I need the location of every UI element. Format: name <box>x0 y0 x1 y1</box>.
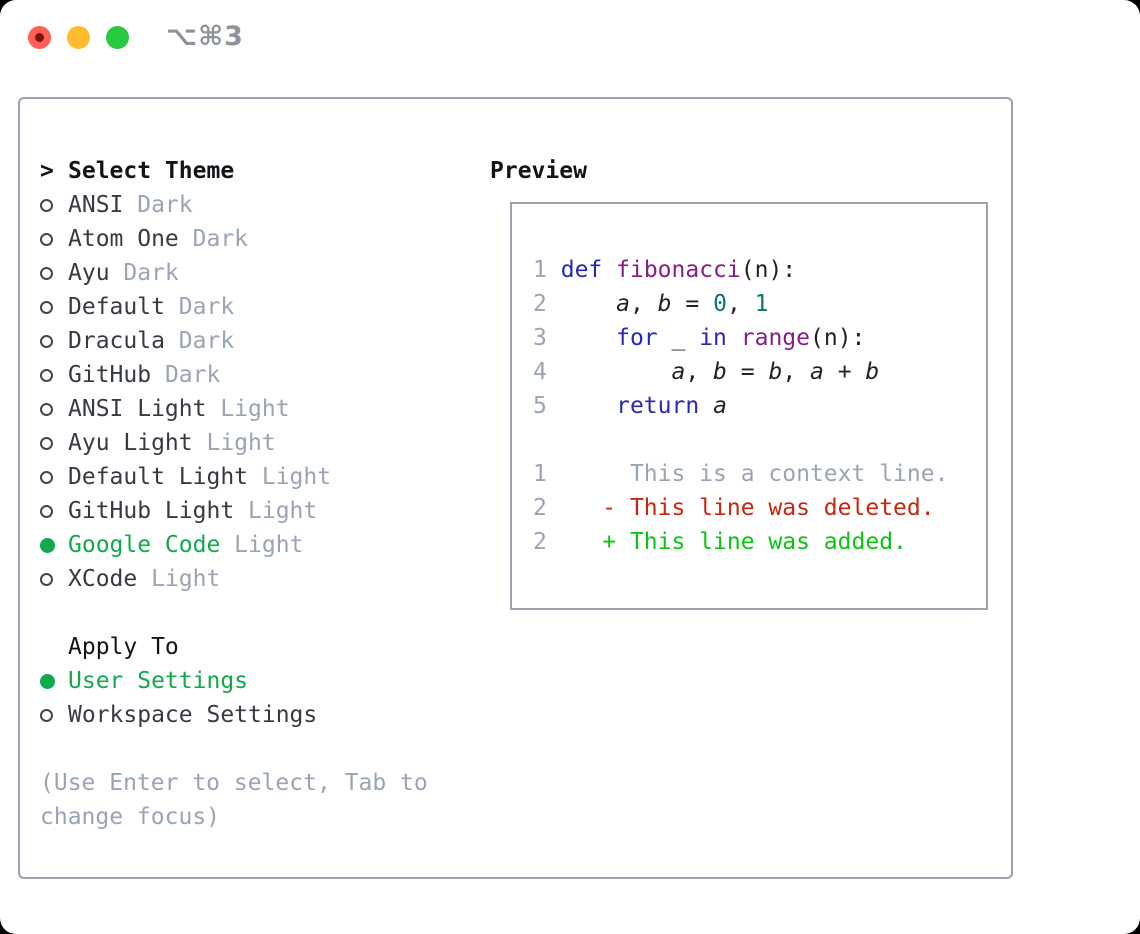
theme-name: GitHub <box>68 362 152 388</box>
preview-line: 3 for _ in range(n): <box>533 325 866 351</box>
preview-code: 1 def fibonacci(n): 2 a, b = 0, 1 3 for _ … <box>533 253 986 559</box>
theme-name: ANSI <box>68 192 124 218</box>
preview-line: 2 + This line was added. <box>533 529 907 555</box>
theme-option-atom-one[interactable]: Atom One Dark <box>40 222 470 256</box>
theme-name: XCode <box>68 566 138 592</box>
theme-variant: Light <box>220 532 304 558</box>
theme-variant: Light <box>192 430 276 456</box>
theme-variant: Light <box>206 396 290 422</box>
select-theme-header-row: > Select Theme <box>40 154 470 188</box>
theme-variant: Light <box>234 498 318 524</box>
theme-variant: Light <box>137 566 221 592</box>
radio-icon <box>40 504 53 518</box>
window-title: ⌥⌘3 <box>166 21 244 52</box>
theme-variant: Dark <box>164 328 235 354</box>
radio-icon <box>40 334 53 348</box>
theme-variant: Dark <box>178 226 249 252</box>
theme-option-xcode[interactable]: XCode Light <box>40 562 470 596</box>
theme-option-github-light[interactable]: GitHub Light Light <box>40 494 470 528</box>
theme-variant: Light <box>248 464 332 490</box>
theme-name: GitHub Light <box>68 498 235 524</box>
theme-variant: Dark <box>151 362 221 388</box>
radio-icon <box>40 436 53 450</box>
prompt-icon: > <box>40 158 54 184</box>
theme-name: Google Code <box>68 532 221 558</box>
preview-header: Preview <box>490 158 587 184</box>
hint-line-1: (Use Enter to select, Tab to <box>40 770 428 796</box>
theme-option-default[interactable]: Default Dark <box>40 290 470 324</box>
radio-icon <box>40 300 53 314</box>
theme-variant: Dark <box>164 294 235 320</box>
preview-box: 1 def fibonacci(n): 2 a, b = 0, 1 3 for _ … <box>510 202 988 610</box>
radio-selected-icon <box>40 537 55 553</box>
apply-option-label: Workspace Settings <box>68 702 318 728</box>
zoom-button-icon[interactable] <box>106 26 129 49</box>
line-number: 2 <box>533 495 547 521</box>
theme-option-google-code[interactable]: Google Code Light <box>40 528 470 562</box>
preview-line: 2 - This line was deleted. <box>533 495 935 521</box>
radio-icon <box>40 402 53 416</box>
radio-icon <box>40 470 53 484</box>
hint-line-2: change focus) <box>40 804 221 830</box>
radio-icon <box>40 572 53 586</box>
theme-option-ansi-light[interactable]: ANSI Light Light <box>40 392 470 426</box>
theme-variant: Dark <box>123 192 193 218</box>
preview-line: 5 return a <box>533 393 727 419</box>
line-number: 2 <box>533 529 547 555</box>
line-number: 4 <box>533 359 547 385</box>
line-number: 1 <box>533 461 547 487</box>
apply-option-label: User Settings <box>68 668 249 694</box>
radio-icon <box>40 368 53 382</box>
theme-option-ayu-light[interactable]: Ayu Light Light <box>40 426 470 460</box>
apply-to-header-row: Apply To <box>40 630 470 664</box>
radio-selected-icon <box>40 673 55 689</box>
line-number: 3 <box>533 325 547 351</box>
theme-option-default-light[interactable]: Default Light Light <box>40 460 470 494</box>
preview-line: 1 This is a context line. <box>533 461 949 487</box>
radio-icon <box>40 232 53 246</box>
line-number: 1 <box>533 257 547 283</box>
theme-option-github[interactable]: GitHub Dark <box>40 358 470 392</box>
theme-name: Default <box>68 294 165 320</box>
theme-name: Dracula <box>68 328 165 354</box>
preview-line: 1 def fibonacci(n): <box>533 257 797 283</box>
line-number: 2 <box>533 291 547 317</box>
apply-option-user-settings[interactable]: User Settings <box>40 664 470 698</box>
theme-name: Default Light <box>68 464 249 490</box>
preview-line: 2 a, b = 0, 1 <box>533 291 769 317</box>
minimize-button-icon[interactable] <box>67 26 90 49</box>
radio-icon <box>40 198 53 212</box>
preview-blank-line <box>533 423 986 457</box>
radio-icon <box>40 708 53 722</box>
theme-name: Atom One <box>68 226 179 252</box>
apply-option-workspace-settings[interactable]: Workspace Settings <box>40 698 470 732</box>
select-theme-header: Select Theme <box>68 158 235 184</box>
theme-option-dracula[interactable]: Dracula Dark <box>40 324 470 358</box>
theme-name: ANSI Light <box>68 396 207 422</box>
preview-line: 4 a, b = b, a + b <box>533 359 880 385</box>
theme-variant: Dark <box>109 260 179 286</box>
close-button-icon[interactable] <box>28 26 51 49</box>
apply-to-header: Apply To <box>68 634 179 660</box>
theme-option-ayu[interactable]: Ayu Dark <box>40 256 470 290</box>
traffic-lights <box>28 26 129 49</box>
theme-name: Ayu Light <box>68 430 193 456</box>
line-number: 5 <box>533 393 547 419</box>
radio-icon <box>40 266 53 280</box>
theme-name: Ayu <box>68 260 110 286</box>
theme-option-ansi[interactable]: ANSI Dark <box>40 188 470 222</box>
